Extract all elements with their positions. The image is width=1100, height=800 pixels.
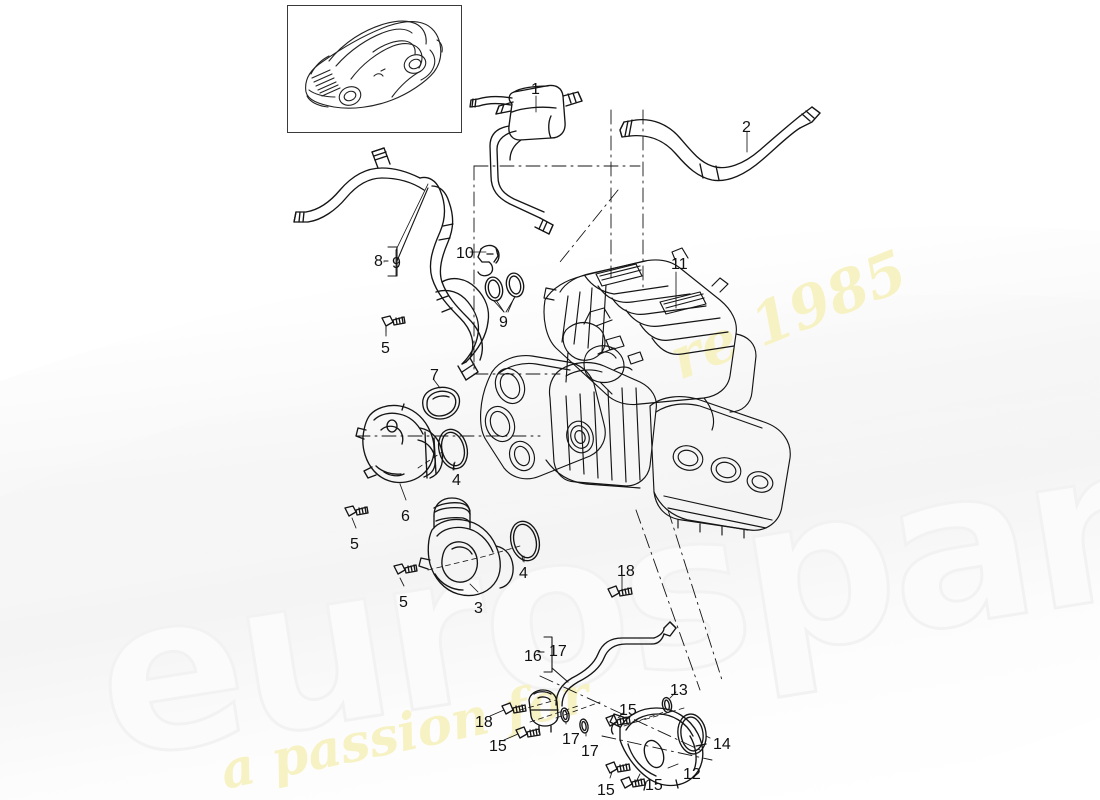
callout-18[interactable]: 18 [475,714,493,731]
part-15-bolt-c [605,761,631,774]
bracket-8-9 [383,187,429,277]
part-9-o-rings [484,272,525,313]
part-4-o-ring-lower [509,520,541,562]
callout-3[interactable]: 3 [474,600,483,617]
part-16-vacuum-line [555,621,677,707]
callout-9[interactable]: 9 [392,255,401,272]
vehicle-thumbnail-box[interactable] [287,5,462,133]
part-15-bolt-d [620,776,646,789]
callout-2[interactable]: 2 [742,119,751,136]
part-1-changeover-valve [469,84,583,235]
part-18-bolt-a [607,585,633,598]
callout-15[interactable]: 15 [597,782,615,799]
callout-7[interactable]: 7 [430,367,439,384]
callout-17[interactable]: 17 [549,643,567,660]
callout-5[interactable]: 5 [350,536,359,553]
part-bracket-lower-left [528,689,559,733]
bracket-16-17 [537,636,569,683]
callout-1[interactable]: 1 [531,81,540,98]
callout-17[interactable]: 17 [562,731,580,748]
callout-15[interactable]: 15 [489,738,507,755]
part-4-o-ring-upper [437,428,469,471]
dashed-links [417,451,685,727]
part-10-hose-clip [477,244,500,277]
callout-10[interactable]: 10 [456,245,474,262]
callout-16[interactable]: 16 [524,648,542,665]
alignment-axes [355,109,723,761]
callout-4[interactable]: 4 [519,565,528,582]
vehicle-silhouette-icon [305,20,443,109]
part-18-bolt-b [501,702,527,715]
part-15-bolt-b [605,714,631,727]
part-5-bolt-a [381,315,406,337]
callout-11[interactable]: 11 [671,256,688,273]
callout-15[interactable]: 15 [619,702,637,719]
callout-17[interactable]: 17 [581,743,599,760]
callout-13[interactable]: 13 [670,682,688,699]
callout-5[interactable]: 5 [399,594,408,611]
part-15-bolt-a [515,726,541,739]
callout-12[interactable]: 12 [683,766,701,783]
callout-5[interactable]: 5 [381,340,390,357]
callout-18[interactable]: 18 [617,563,635,580]
callout-4[interactable]: 4 [452,472,461,489]
part-2-coolant-hose [619,106,821,182]
callout-9[interactable]: 9 [499,314,508,331]
callout-6[interactable]: 6 [401,508,410,525]
engine-block-assembly [480,247,791,539]
callout-8[interactable]: 8 [374,253,383,270]
part-5-bolt-c [393,563,418,575]
part-7-gasket [421,386,461,420]
part-14-o-ring [677,713,707,755]
part-8-water-hose [293,147,490,381]
callout-14[interactable]: 14 [713,736,731,753]
leader-lines [351,95,748,783]
callout-15[interactable]: 15 [645,777,663,794]
part-3-water-pipe-housing [418,497,514,597]
part-5-bolt-b [344,505,369,517]
